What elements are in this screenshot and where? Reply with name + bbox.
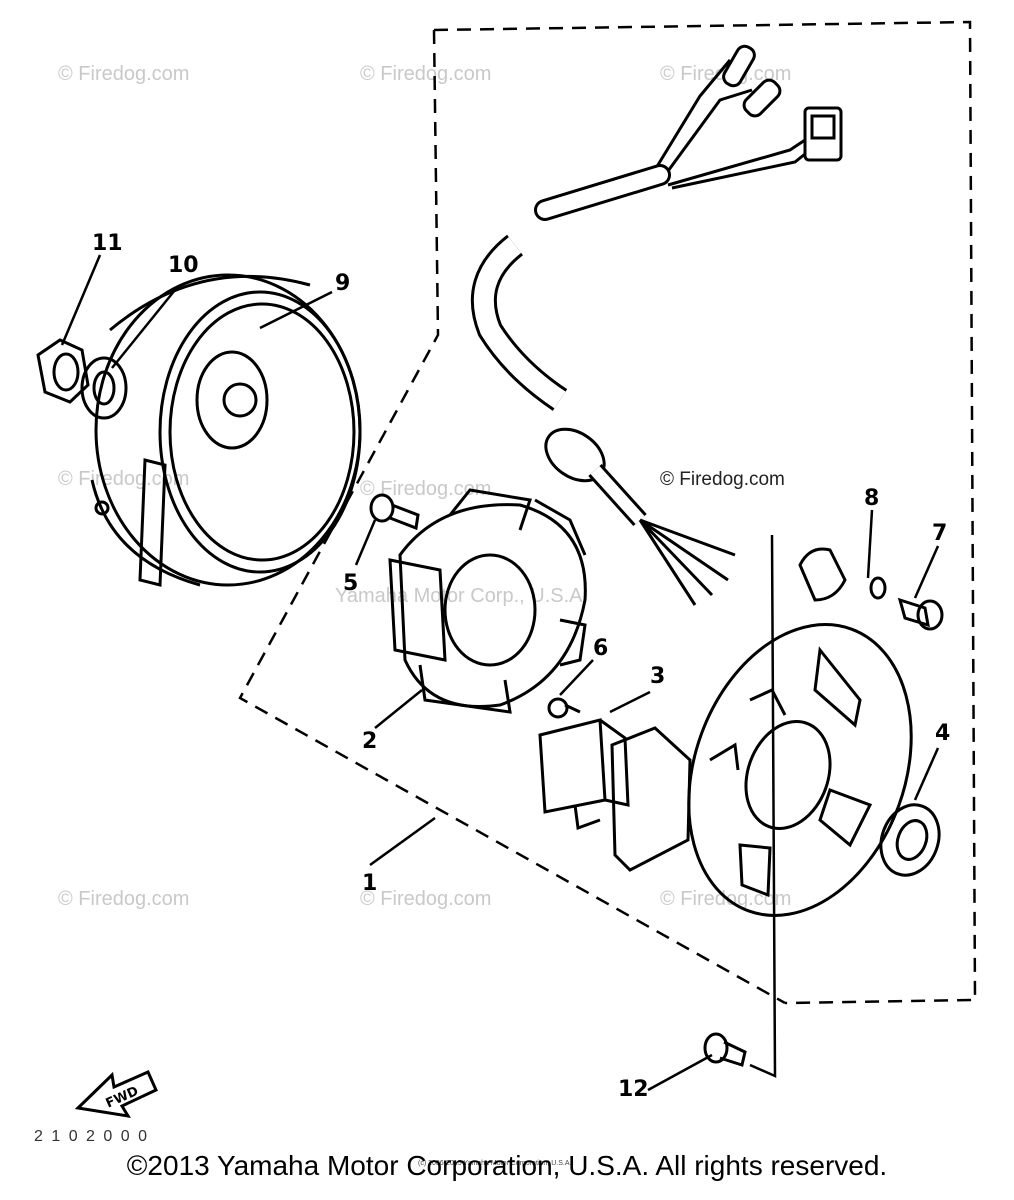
watermark-text: © Firedog.com: [58, 63, 189, 85]
stator-base-plate: [687, 623, 913, 917]
flywheel-rotor: [90, 273, 362, 587]
callout-6: 6: [593, 636, 608, 661]
watermark-text: © Firedog.com: [360, 888, 491, 910]
screw-bracket-line: [749, 534, 777, 1078]
stator-coil: [388, 488, 587, 714]
plate-screw: [703, 1032, 747, 1067]
callout-3: 3: [650, 664, 665, 689]
oil-seal: [879, 803, 941, 877]
callout-7: 7: [932, 521, 947, 546]
watermark-layer: © Firedog.com © Firedog.com © Firedog.co…: [58, 63, 791, 910]
watermark-dark: © Firedog.com: [660, 469, 785, 490]
callout-9: 9: [335, 271, 350, 296]
callout-4: 4: [935, 721, 950, 746]
assembly-dashed-outline: [238, 20, 977, 1005]
callout-12: 12: [618, 1077, 649, 1102]
callout-labels: 1 2 3 4 5 6 7 8 9 10 11 12: [92, 231, 950, 1102]
watermark-text: © Firedog.com: [360, 478, 491, 500]
stator-screw: [369, 493, 420, 531]
watermark-text: © Firedog.com: [58, 888, 189, 910]
wire-harness: [470, 44, 843, 606]
watermark-text: © Firedog.com: [58, 468, 189, 490]
flywheel-nut: [36, 338, 90, 404]
pickup-screw: [547, 697, 581, 719]
callout-2: 2: [362, 729, 377, 754]
callout-8: 8: [864, 486, 879, 511]
leader-lines: [60, 254, 940, 1092]
pickup-coil: [538, 718, 692, 872]
callout-11: 11: [92, 231, 123, 256]
fine-print: (c) 2006-2015 Yamaha Motor Corporation, …: [418, 1160, 571, 1167]
watermark-text: © Firedog.com: [360, 63, 491, 85]
callout-5: 5: [343, 571, 358, 596]
fwd-arrow-icon: FWD: [74, 1070, 158, 1118]
lock-washer: [80, 356, 128, 420]
diagram-code-fragment: 2 1 0 2 0 0 0: [34, 1128, 149, 1145]
watermark-maker: Yamaha Motor Corp., U.S.A.: [335, 585, 588, 607]
callout-10: 10: [168, 253, 199, 278]
lead-clamp: [798, 547, 944, 631]
copyright-notice: ©2013 Yamaha Motor Corporation, U.S.A. A…: [126, 1150, 888, 1181]
callout-1: 1: [362, 871, 377, 896]
